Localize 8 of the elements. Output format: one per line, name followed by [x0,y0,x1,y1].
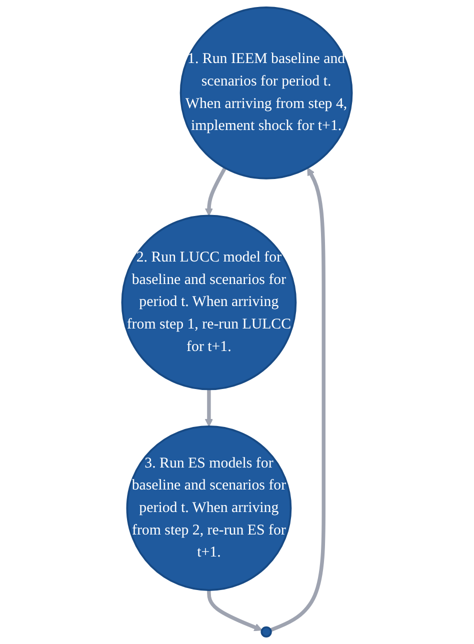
node-circle: 3. Run ES models for baseline and scenarios for period t. When arriving from step 2, re-run ES for t+1. [126,426,292,591]
arrow [207,590,262,632]
node-circle [260,626,272,638]
node-circle: 1. Run IEEM baseline and scenarios for period t. When arriving from step 4, implement shock for t+1. [180,6,353,180]
arrow [270,168,326,632]
node-circle: 2. Run LUCC model for baseline and scenarios for period t. When arriving from step 1, re-run LULCC for t+1. [121,214,297,390]
arrow [204,389,214,427]
arrow [204,166,227,216]
